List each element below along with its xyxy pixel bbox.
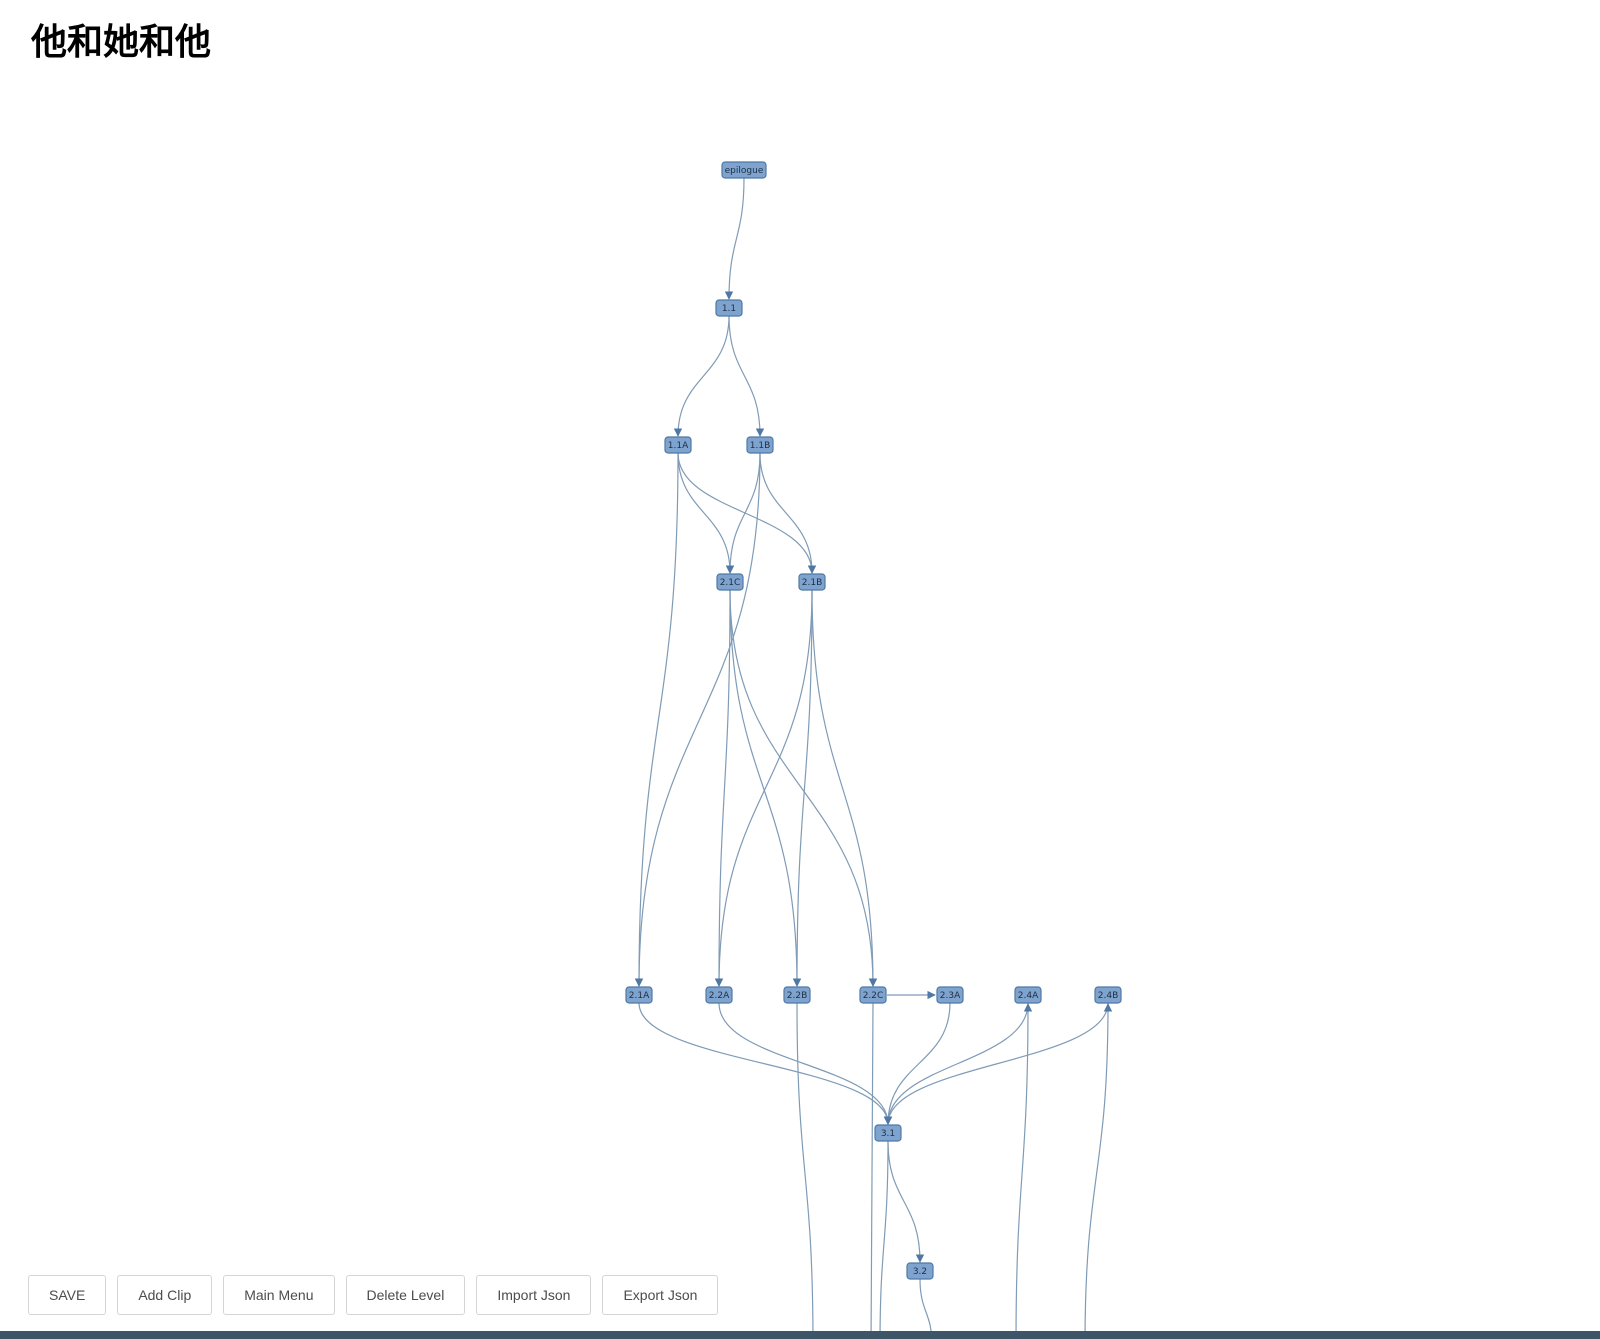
- graph-node-box[interactable]: [1014, 986, 1042, 1004]
- graph-edge: [714, 589, 731, 987]
- graph-edge: [796, 1002, 814, 1339]
- graph-node[interactable]: 2.1C: [716, 573, 744, 591]
- graph-node-box[interactable]: [936, 986, 964, 1004]
- graph-node[interactable]: 2.4A: [1014, 986, 1042, 1004]
- graph-node-label: 2.1B: [802, 578, 823, 588]
- graph-node[interactable]: epilogue: [721, 161, 767, 179]
- edges-layer: [634, 177, 1113, 1339]
- graph-node-box[interactable]: [906, 1262, 934, 1280]
- main-menu-button[interactable]: Main Menu: [223, 1275, 335, 1315]
- import-json-button[interactable]: Import Json: [476, 1275, 592, 1315]
- graph-edge: [883, 1002, 951, 1125]
- graph-node[interactable]: 1.1B: [746, 436, 774, 454]
- delete-level-button[interactable]: Delete Level: [345, 1275, 466, 1315]
- graph-edge: [634, 452, 761, 987]
- graph-edge: [1084, 1003, 1113, 1339]
- graph-edge: [729, 589, 878, 987]
- graph-edge: [919, 1278, 933, 1339]
- graph-node[interactable]: 2.4B: [1094, 986, 1122, 1004]
- graph-node-box[interactable]: [716, 573, 744, 591]
- bottom-bar: [0, 1331, 1600, 1339]
- graph-node-box[interactable]: [664, 436, 692, 454]
- graph-edge: [728, 315, 765, 437]
- graph-node-label: 2.4B: [1098, 991, 1119, 1001]
- graph-edge: [879, 1140, 889, 1339]
- graph-node-label: epilogue: [725, 166, 764, 176]
- graph-node-label: 3.2: [913, 1267, 927, 1277]
- nodes-layer: epilogue 1.1 1.1A 1.1B 2.1C 2.1B 2.1A 2.2A 2.2B 2…: [625, 161, 1122, 1280]
- graph-node[interactable]: 2.2B: [783, 986, 811, 1004]
- graph-edge: [1015, 1003, 1033, 1339]
- graph-node-label: 2.1C: [720, 578, 741, 588]
- graph-edge: [634, 452, 679, 987]
- page-title: 他和她和他: [31, 22, 212, 63]
- graph-edge: [673, 315, 730, 437]
- graph-edge: [883, 1002, 1109, 1125]
- graph-node[interactable]: 2.1B: [798, 573, 826, 591]
- graph-node-box[interactable]: [625, 986, 653, 1004]
- graph-edge: [718, 1002, 893, 1125]
- graph-edge: [792, 589, 813, 987]
- graph-node[interactable]: 3.2: [906, 1262, 934, 1280]
- graph-node-box[interactable]: [721, 161, 767, 179]
- graph-node[interactable]: 3.1: [874, 1124, 902, 1142]
- graph-node-label: 1.1A: [668, 441, 689, 451]
- graph-edge: [870, 1002, 874, 1339]
- graph-node-label: 2.3A: [940, 991, 961, 1001]
- graph-node[interactable]: 2.2A: [705, 986, 733, 1004]
- graph-node-label: 2.1A: [629, 991, 650, 1001]
- graph-edge: [887, 1140, 925, 1263]
- graph-edge: [811, 589, 878, 987]
- graph-node[interactable]: 1.1A: [664, 436, 692, 454]
- graph-node[interactable]: 2.1A: [625, 986, 653, 1004]
- add-clip-button[interactable]: Add Clip: [117, 1275, 213, 1315]
- graph-edge: [729, 589, 802, 987]
- graph-node-label: 2.2A: [709, 991, 730, 1001]
- save-button[interactable]: SAVE: [28, 1275, 107, 1315]
- graph-node-label: 2.2C: [863, 991, 884, 1001]
- graph-node-box[interactable]: [705, 986, 733, 1004]
- graph-node-box[interactable]: [783, 986, 811, 1004]
- graph-node-label: 1.1: [722, 304, 736, 314]
- graph-node[interactable]: 2.3A: [936, 986, 964, 1004]
- graph-edge: [714, 589, 813, 987]
- toolbar: SAVE Add Clip Main Menu Delete Level Imp…: [28, 1275, 719, 1315]
- graph-node-box[interactable]: [746, 436, 774, 454]
- graph-node[interactable]: 1.1: [715, 299, 743, 317]
- graph-node-box[interactable]: [1094, 986, 1122, 1004]
- graph-node-box[interactable]: [798, 573, 826, 591]
- graph-edge: [677, 452, 735, 574]
- graph-node-label: 2.2B: [787, 991, 808, 1001]
- graph-edge: [759, 452, 817, 574]
- graph-node-label: 3.1: [881, 1129, 895, 1139]
- graph-node-box[interactable]: [874, 1124, 902, 1142]
- graph-node-label: 2.4A: [1018, 991, 1039, 1001]
- graph-node-box[interactable]: [715, 299, 743, 317]
- graph-edge: [725, 452, 761, 574]
- graph-edge: [883, 1002, 1029, 1125]
- graph-node[interactable]: 2.2C: [859, 986, 887, 1004]
- graph-edge: [638, 1002, 893, 1125]
- export-json-button[interactable]: Export Json: [602, 1275, 719, 1315]
- graph-edge: [724, 177, 745, 300]
- graph-node-label: 1.1B: [750, 441, 771, 451]
- graph-node-box[interactable]: [859, 986, 887, 1004]
